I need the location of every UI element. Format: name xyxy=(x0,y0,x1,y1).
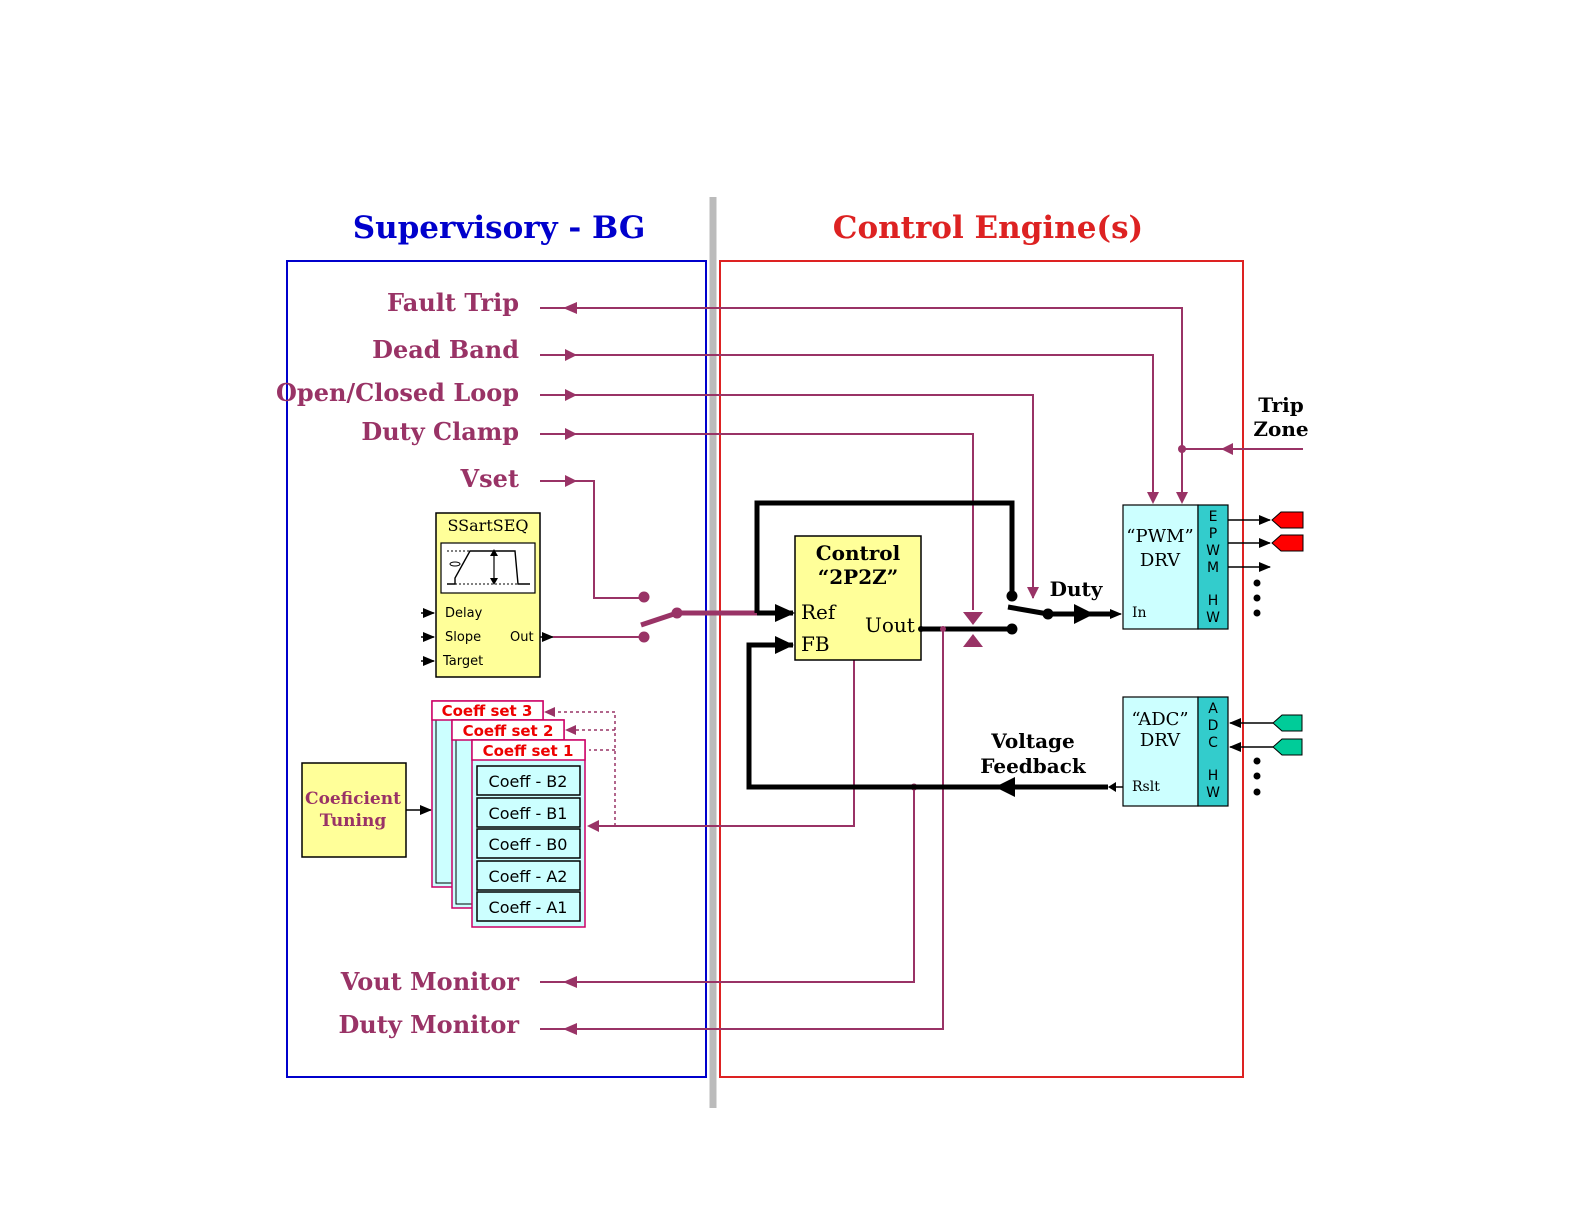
supervisory-region xyxy=(286,260,707,1078)
duty-label: Duty xyxy=(1050,577,1104,601)
coeff-set-2-label: Coeff set 2 xyxy=(463,722,554,740)
coeff-set-dashed-links xyxy=(547,711,616,826)
adc-letter-w: W xyxy=(1206,785,1220,801)
duty-monitor-wire xyxy=(540,629,944,1035)
control-block-title-1: Control xyxy=(816,541,901,565)
coeff-b1: Coeff - B1 xyxy=(489,804,568,823)
coefficient-tuning-line1: Coeficient xyxy=(305,789,401,809)
pwm-pin-2-icon xyxy=(1271,534,1304,552)
coeff-set-3-label: Coeff set 3 xyxy=(442,702,533,720)
coeff-a1: Coeff - A1 xyxy=(489,898,568,917)
ssartseq-block: SSartSEQ Delay Slope Target Out xyxy=(435,512,541,678)
adc-input-pins xyxy=(1229,714,1303,796)
epwm-letter-m: M xyxy=(1207,560,1219,576)
adc-letter-d: D xyxy=(1208,718,1219,734)
adc-drv-title-1: “ADC” xyxy=(1131,709,1188,730)
fault-trip-label: Fault Trip xyxy=(387,288,519,317)
epwm-letter-p: P xyxy=(1209,526,1217,542)
adc-letter-a: A xyxy=(1208,701,1218,717)
control-block-fb: FB xyxy=(801,632,830,656)
adc-letter-c: C xyxy=(1208,735,1218,751)
control-block-ref: Ref xyxy=(801,600,837,624)
control-engine-region xyxy=(719,260,1244,1078)
trip-zone-label-1: Trip xyxy=(1258,393,1304,417)
vset-wire xyxy=(540,475,650,603)
loop-mode-switch xyxy=(1007,604,1122,624)
epwm-letter-w: W xyxy=(1206,543,1220,559)
pwm-drv-title-1: “PWM” xyxy=(1126,526,1193,547)
fault-trip-wire xyxy=(540,302,1188,504)
duty-clamp-wire xyxy=(540,428,974,610)
coefficient-tuning-block: Coeficient Tuning xyxy=(301,762,407,858)
epwm-letter-h: H xyxy=(1208,593,1219,609)
vout-monitor-wire xyxy=(540,783,918,988)
ssartseq-input-slope: Slope xyxy=(445,630,481,645)
epwm-hw-strip xyxy=(1197,504,1229,630)
supervisory-heading: Supervisory - BG xyxy=(353,210,646,246)
voltage-feedback-label-1: Voltage xyxy=(990,729,1075,753)
pwm-drv-block: “PWM” DRV In E P W M H W xyxy=(1122,504,1229,630)
adc-drv-output-rslt: Rslt xyxy=(1132,779,1160,795)
control-block-uout: Uout xyxy=(865,613,915,637)
control-block-title-2: “2P2Z” xyxy=(818,565,898,589)
open-loop-bypass-wire xyxy=(754,500,1018,613)
open-closed-loop-wire xyxy=(540,389,1039,599)
duty-monitor-label: Duty Monitor xyxy=(338,1010,519,1039)
adc-drv-title-2: DRV xyxy=(1140,730,1181,751)
pwm-drv-title-2: DRV xyxy=(1140,550,1181,571)
reference-selector-switch xyxy=(640,607,757,628)
control-engine-heading: Control Engine(s) xyxy=(833,210,1143,246)
control-2p2z-block: Control “2P2Z” Ref FB Uout xyxy=(794,535,922,661)
coeff-a2: Coeff - A2 xyxy=(489,867,568,886)
pwm-pin-1-icon xyxy=(1271,511,1304,529)
voltage-feedback-wire xyxy=(746,636,1123,797)
vset-label: Vset xyxy=(460,464,520,493)
coeff-set-1-label: Coeff set 1 xyxy=(483,742,574,760)
adc-letter-h: H xyxy=(1208,768,1219,784)
ssartseq-output-out: Out xyxy=(510,630,534,645)
duty-clamp-label: Duty Clamp xyxy=(361,417,519,446)
duty-clamp-symbol xyxy=(963,612,983,647)
adc-pin-2-icon xyxy=(1272,738,1303,756)
voltage-feedback-label-2: Feedback xyxy=(980,754,1087,778)
adc-pin-1-icon xyxy=(1272,714,1303,732)
adc-drv-block: “ADC” DRV Rslt A D C H W xyxy=(1122,696,1229,807)
trip-zone-label-2: Zone xyxy=(1253,417,1308,441)
coeff-b2: Coeff - B2 xyxy=(489,772,568,791)
uout-wire xyxy=(918,623,1018,635)
dead-band-label: Dead Band xyxy=(372,335,519,364)
ssartseq-input-delay: Delay xyxy=(445,606,483,621)
coefficient-tuning-line2: Tuning xyxy=(320,811,387,831)
pwm-drv-input-in: In xyxy=(1132,605,1147,621)
trip-zone-wire xyxy=(1178,443,1303,455)
epwm-letter-w2: W xyxy=(1206,610,1220,626)
pwm-output-pins xyxy=(1228,511,1304,617)
ssartseq-input-target: Target xyxy=(442,654,483,669)
epwm-letter-e: E xyxy=(1209,509,1218,525)
coeff-feed-wire xyxy=(587,660,855,832)
ssartseq-title: SSartSEQ xyxy=(447,516,528,535)
open-closed-loop-label: Open/Closed Loop xyxy=(276,378,519,407)
ssartseq-output-wire xyxy=(540,631,650,643)
ssartseq-input-arrows xyxy=(421,608,435,666)
adc-hw-strip xyxy=(1197,696,1229,807)
coeff-set-stack: Coeff set 3 Coeff set 2 Coeff set 1 Coef… xyxy=(431,700,586,928)
coeff-b0: Coeff - B0 xyxy=(489,835,568,854)
vout-monitor-label: Vout Monitor xyxy=(340,967,520,996)
dead-band-wire xyxy=(540,349,1159,504)
